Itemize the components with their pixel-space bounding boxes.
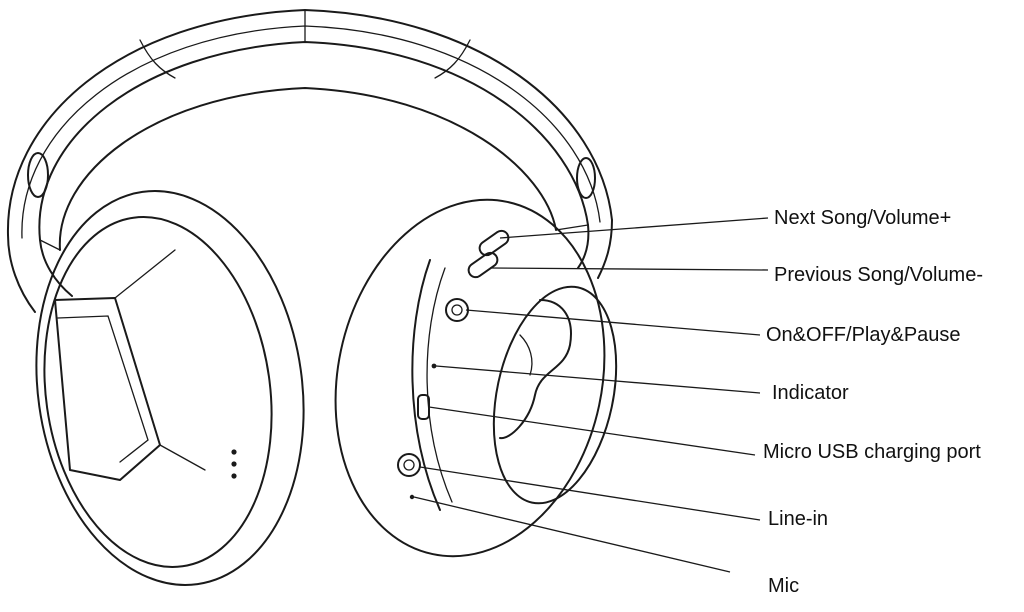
leader-line-in [419,466,761,521]
right-earcup [334,198,618,558]
power-button [445,298,469,322]
indicator-led [431,363,437,369]
callout-previous-song-volume-down: Previous Song/Volume- [774,264,984,286]
volume-buttons [467,229,510,279]
right-yoke [576,157,613,279]
leader-previous-song [489,267,769,271]
line-in-jack [397,453,421,477]
leader-mic [413,496,731,573]
callout-indicator: Indicator [772,382,849,404]
leader-indicator [435,365,761,394]
left-earcup [35,190,305,586]
callout-line-in: Line-in [768,508,829,530]
callout-on-off-play-pause: On&OFF/Play&Pause [766,324,961,346]
leader-next-song [499,217,769,239]
leader-power [465,309,761,336]
callout-next-song-volume-up: Next Song/Volume+ [774,207,952,229]
mic-hole [409,494,415,500]
callout-micro-usb-charging-port: Micro USB charging port [763,441,981,463]
leader-micro-usb [428,406,756,456]
left-yoke [7,152,73,313]
callout-mic: Mic [768,575,800,597]
leader-lines [413,217,769,573]
headband [6,9,613,251]
